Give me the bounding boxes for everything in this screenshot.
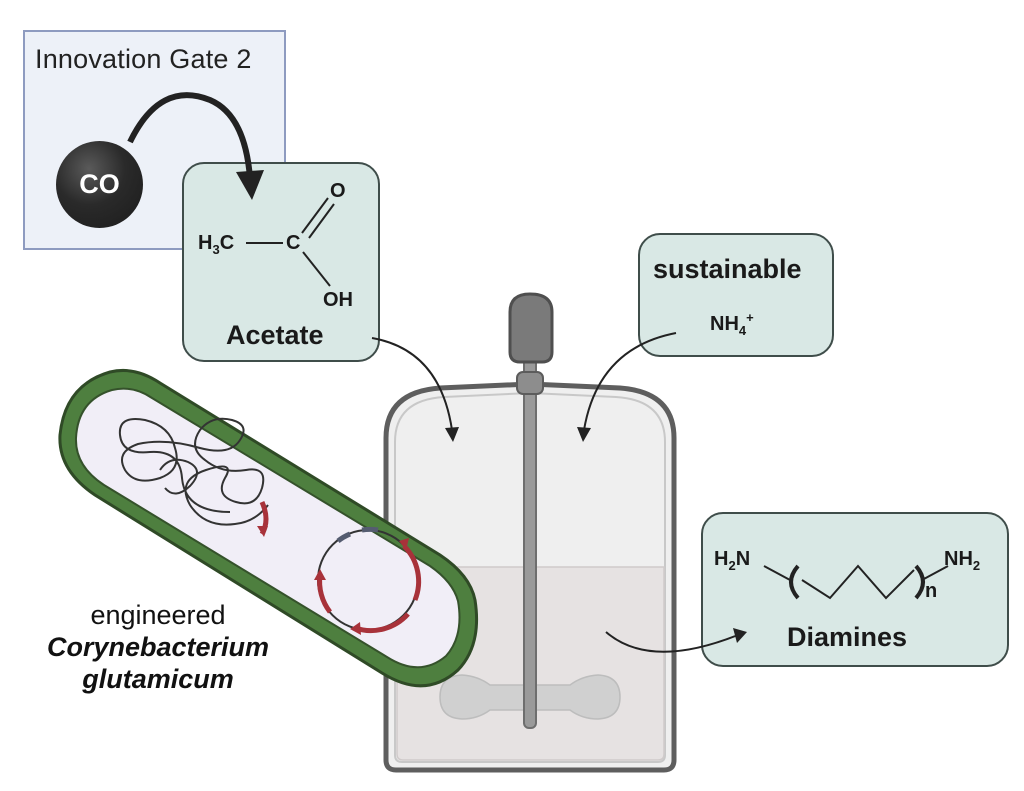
acetate-box	[182, 162, 380, 362]
innovation-gate-title: Innovation Gate 2	[35, 44, 252, 74]
diamine-right-amine: NH2	[944, 548, 981, 573]
acetate-to-reactor-arrow	[371, 337, 459, 442]
acetate-carbonyl-oxygen: O	[330, 180, 346, 202]
ammonium-formula: NH4+	[710, 310, 754, 338]
acetate-methyl-c: C	[219, 232, 235, 254]
acetate-hydroxyl: OH	[323, 289, 353, 311]
bacterium-cell	[58, 368, 479, 688]
stirrer-motor-cap	[508, 292, 554, 364]
diamine-right-subscript: 2	[972, 558, 981, 573]
diamine-repeat-n: n	[925, 580, 938, 602]
organism-label: engineered Corynebacterium glutamicum	[28, 600, 288, 695]
acetate-carbon: C	[286, 232, 301, 254]
organism-species: glutamicum	[82, 664, 234, 694]
acetate-methyl-subscript: 3	[212, 242, 220, 257]
diamine-left-amine: H2N	[714, 548, 751, 573]
diamine-left-h: H	[714, 548, 729, 570]
ammonium-nh: NH	[710, 313, 739, 335]
acetate-methyl-h: H	[198, 232, 213, 254]
sustainable-label: sustainable	[653, 254, 802, 284]
diamine-structure	[763, 564, 949, 600]
acetate-label: Acetate	[226, 320, 324, 350]
co-molecule-ball: CO	[56, 141, 143, 228]
reactor-to-diamines-arrow	[605, 628, 747, 653]
organism-genus: Corynebacterium	[46, 632, 270, 662]
diamine-left-subscript: 2	[728, 558, 736, 573]
diamine-right-nh: NH	[944, 548, 973, 570]
plasmid	[314, 526, 422, 635]
acetate-structure-bonds	[246, 197, 335, 287]
ammonium-subscript: 4	[738, 323, 747, 338]
sustainable-box	[638, 233, 834, 357]
chromosome-dna	[118, 417, 269, 537]
co-to-acetate-arrow	[127, 92, 264, 200]
diamine-left-n: N	[735, 548, 751, 570]
diamines-label: Diamines	[787, 622, 908, 652]
ammonium-charge: +	[746, 310, 754, 325]
acetate-methyl-group: H3C	[198, 232, 235, 257]
organism-line-engineered: engineered	[90, 600, 226, 630]
nh4-to-reactor-arrow	[577, 332, 677, 442]
diamines-box	[701, 512, 1009, 667]
